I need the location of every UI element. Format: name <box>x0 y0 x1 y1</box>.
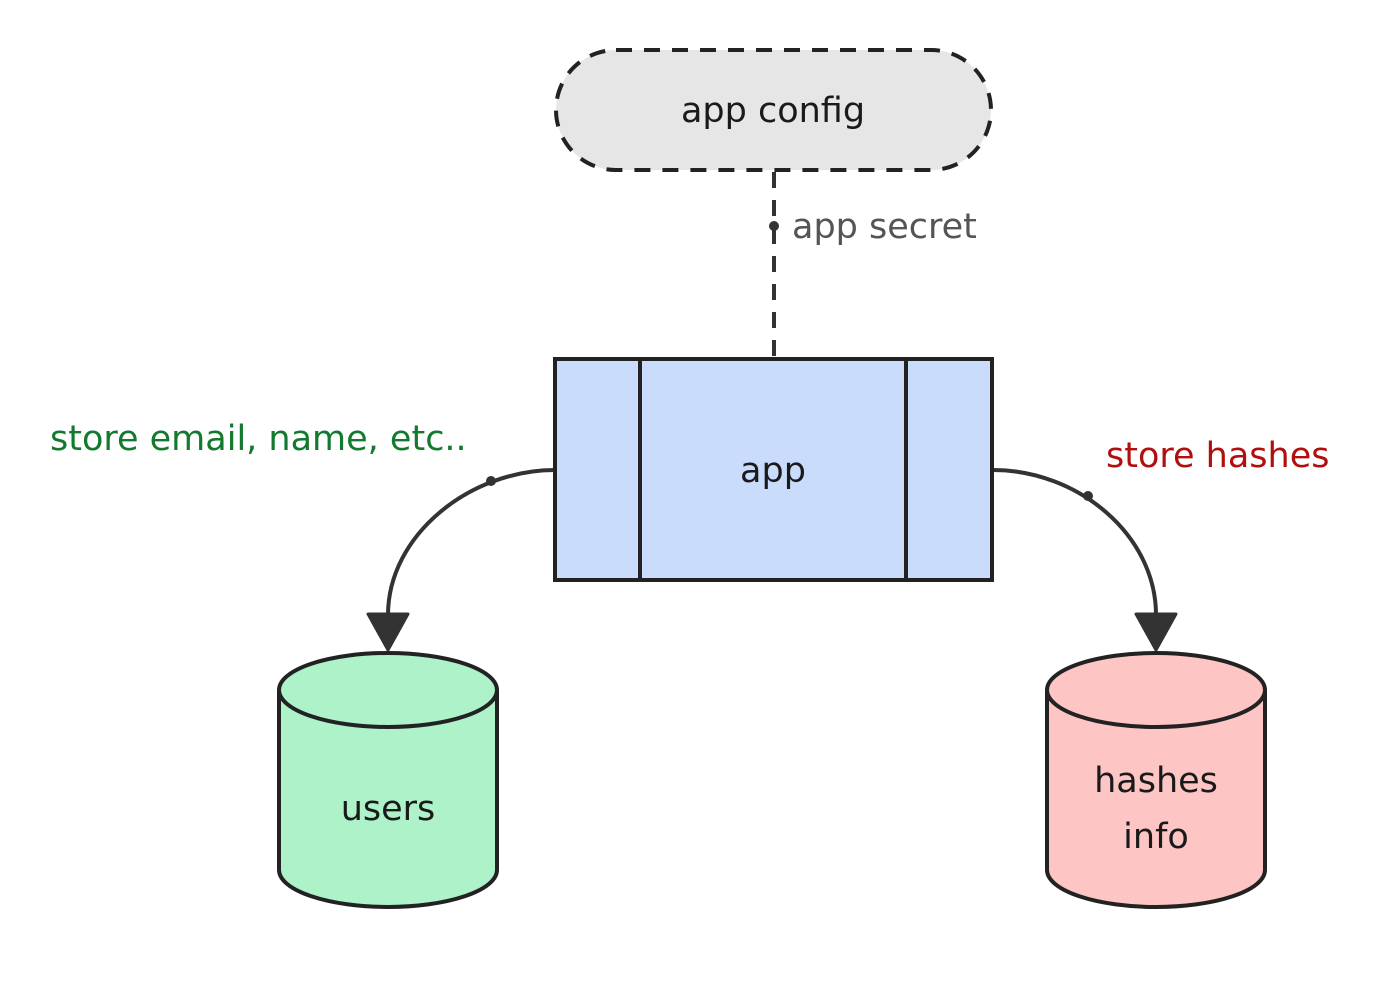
node-app-config[interactable]: app config <box>554 48 993 172</box>
edge-app-to-users-dot <box>486 476 496 486</box>
node-app-config-label: app config <box>681 91 865 131</box>
node-app-shape <box>553 357 994 582</box>
node-hashes-info-body <box>1045 690 1267 909</box>
node-users-body <box>277 690 499 909</box>
edge-app-to-hashes-arrowhead <box>1134 612 1178 652</box>
edge-label-store-hashes: store hashes <box>1106 436 1329 476</box>
node-users-top <box>277 651 499 729</box>
node-users[interactable]: users <box>277 651 499 909</box>
node-app-config-shape <box>554 48 993 172</box>
node-users-label: users <box>341 789 436 829</box>
edge-app-to-users-arrowhead <box>366 612 410 652</box>
edge-config-to-app: app secret <box>769 172 977 357</box>
node-hashes-info[interactable]: hashes info <box>1045 651 1267 909</box>
node-hashes-info-top <box>1045 651 1267 729</box>
node-app[interactable]: app <box>553 357 994 582</box>
edge-app-to-hashes-line <box>992 468 1158 616</box>
edge-app-to-users: store email, name, etc.. <box>50 419 556 652</box>
edge-app-to-users-line <box>386 468 556 616</box>
edge-label-app-secret: app secret <box>792 207 977 247</box>
edge-config-to-app-dot <box>769 221 779 231</box>
edge-label-store-email: store email, name, etc.. <box>50 419 467 459</box>
node-hashes-info-label-line2: info <box>1123 817 1189 857</box>
node-app-label: app <box>740 451 806 491</box>
node-hashes-info-label-line1: hashes <box>1094 761 1218 801</box>
edge-app-to-hashes-dot <box>1083 491 1093 501</box>
edge-app-to-hashes: store hashes <box>992 436 1329 652</box>
